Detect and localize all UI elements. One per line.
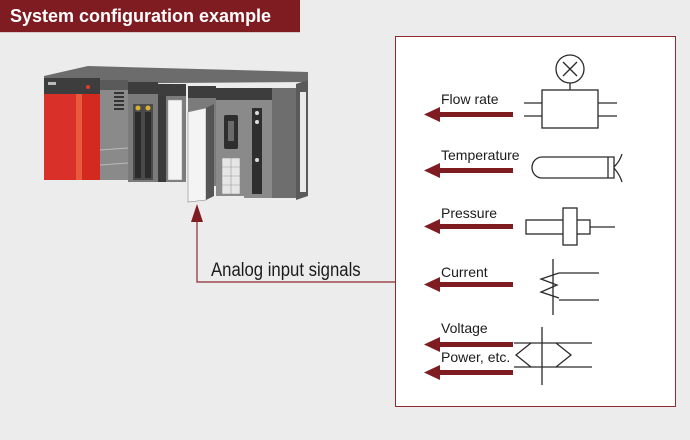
rack-end-clip <box>300 92 306 192</box>
analog-input-label: Analog input signals <box>211 260 361 281</box>
current-transformer-icon <box>539 259 599 315</box>
power-supply-module <box>44 78 100 180</box>
communication-module <box>216 88 244 196</box>
analog-input-module <box>187 86 216 203</box>
io-module-connector <box>128 82 158 182</box>
rack-top-surface <box>44 66 308 84</box>
signal-label-current: Current <box>441 264 488 280</box>
network-module <box>244 88 272 198</box>
section-header: System configuration example <box>0 0 300 32</box>
thermocouple-icon <box>531 153 623 183</box>
arrow-up-icon <box>191 204 203 222</box>
power-led-icon <box>86 85 90 89</box>
sensor-symbols <box>424 54 623 385</box>
signal-label-power: Power, etc. <box>441 349 511 365</box>
flow-meter-icon <box>524 54 617 129</box>
arrow-left-icon <box>424 219 513 234</box>
connector-line <box>196 208 395 283</box>
arrow-left-icon <box>424 365 513 380</box>
arrow-left-icon <box>424 277 513 292</box>
io-module-terminal <box>158 84 186 182</box>
sensor-panel: Flow rate Temperature Pressure Current V… <box>395 36 676 407</box>
arrow-left-icon <box>424 107 513 122</box>
arrow-left-icon <box>424 163 513 178</box>
section-title: System configuration example <box>10 6 272 26</box>
arrow-left-icon <box>424 337 513 352</box>
signal-label-voltage: Voltage <box>441 320 488 336</box>
signal-label-pressure: Pressure <box>441 205 498 221</box>
cpu-module <box>99 80 129 180</box>
header-divider <box>0 32 300 33</box>
rack-filler <box>272 88 296 198</box>
voltage-transducer-icon <box>514 327 592 385</box>
pressure-sensor-icon <box>525 207 615 246</box>
plc-rack-illustration <box>44 66 395 283</box>
signal-label-flow-rate: Flow rate <box>441 91 499 107</box>
signal-label-temperature: Temperature <box>441 147 520 163</box>
